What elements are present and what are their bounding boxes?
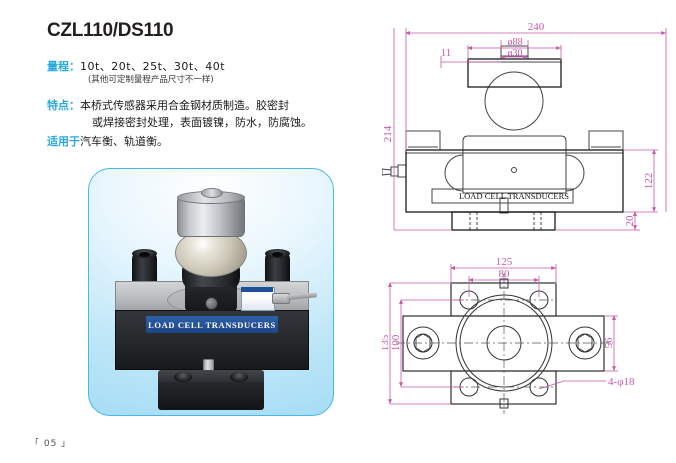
load-button-right-hole <box>272 252 283 257</box>
top-view-geometry <box>402 282 605 405</box>
center-screw <box>205 297 218 310</box>
front-view-geometry <box>382 45 624 231</box>
features-line-1: 本桥式传感器采用合金钢材质制造。胶密封 <box>80 99 289 112</box>
application-text: 汽车衡、轨道衡。 <box>80 135 168 148</box>
page-title: CZL110/DS110 <box>47 20 174 41</box>
top-view-dimensions <box>388 264 618 405</box>
rocker-ball <box>175 229 247 277</box>
load-button-left-hole <box>139 252 150 257</box>
features-spec-row: 特点：本桥式传感器采用合金钢材质制造。胶密封 <box>47 96 289 114</box>
product-photo-panel: LOAD CELL TRANSDUCERS <box>88 168 334 416</box>
features-label: 特点： <box>47 99 80 112</box>
mounting-base-hole-right <box>230 372 248 382</box>
product-info-column: CZL110/DS110 量程：10t、20t、25t、30t、40t (其他可… <box>30 20 334 449</box>
mounting-base-hole-left <box>174 372 192 382</box>
capacity-values: 10t、20t、25t、30t、40t <box>80 60 226 73</box>
dim-overall-width: 240 <box>528 21 545 33</box>
dim-flange-width: 125 <box>496 256 513 268</box>
dim-hole-callout: 4-φ18 <box>608 376 635 388</box>
dim-hole-spacing-y: 100 <box>390 334 402 351</box>
engineering-drawings: LOAD CELL TRANSDUCERS 240 ø88 ø30 11 214… <box>382 0 676 463</box>
capacity-spec-row: 量程：10t、20t、25t、30t、40t <box>47 57 225 75</box>
dim-base-height: 20 <box>624 215 636 227</box>
application-spec-row: 适用于汽车衡、轨道衡。 <box>47 132 168 150</box>
mounting-base-front <box>158 382 264 410</box>
top-cap-knob <box>201 188 223 198</box>
capacity-label: 量程： <box>47 60 80 73</box>
front-view-dimensions <box>393 28 667 231</box>
capacity-note: (其他可定制量程产品尺寸不一样) <box>88 75 214 85</box>
product-brand-text: LOAD CELL TRANSDUCERS <box>148 319 276 330</box>
dim-boss-height: 11 <box>441 47 452 59</box>
spec-sticker-header <box>241 287 273 292</box>
front-view-base-outline <box>451 211 556 231</box>
dim-overall-height: 214 <box>382 125 394 142</box>
dim-body-depth: 56 <box>603 337 615 349</box>
dim-overall-depth: 135 <box>382 334 391 351</box>
dim-hole-spacing-x: 80 <box>499 268 511 280</box>
dim-top-hole-dia: ø30 <box>508 48 523 59</box>
front-view-brand-text: LOAD CELL TRANSDUCERS <box>459 191 569 201</box>
product-brand-label: LOAD CELL TRANSDUCERS <box>146 316 278 333</box>
top-view-center-lines <box>396 274 613 414</box>
application-label: 适用于 <box>47 135 80 148</box>
top-view-hex-insets <box>415 333 593 353</box>
front-view-cap-outline <box>467 58 562 88</box>
dim-body-height: 122 <box>643 173 655 190</box>
page-number: 「 05 」 <box>30 439 72 449</box>
features-line-2: 或焊接密封处理，表面镀镍，防水，防腐蚀。 <box>92 116 312 129</box>
dim-top-boss-dia: ø88 <box>508 37 523 48</box>
